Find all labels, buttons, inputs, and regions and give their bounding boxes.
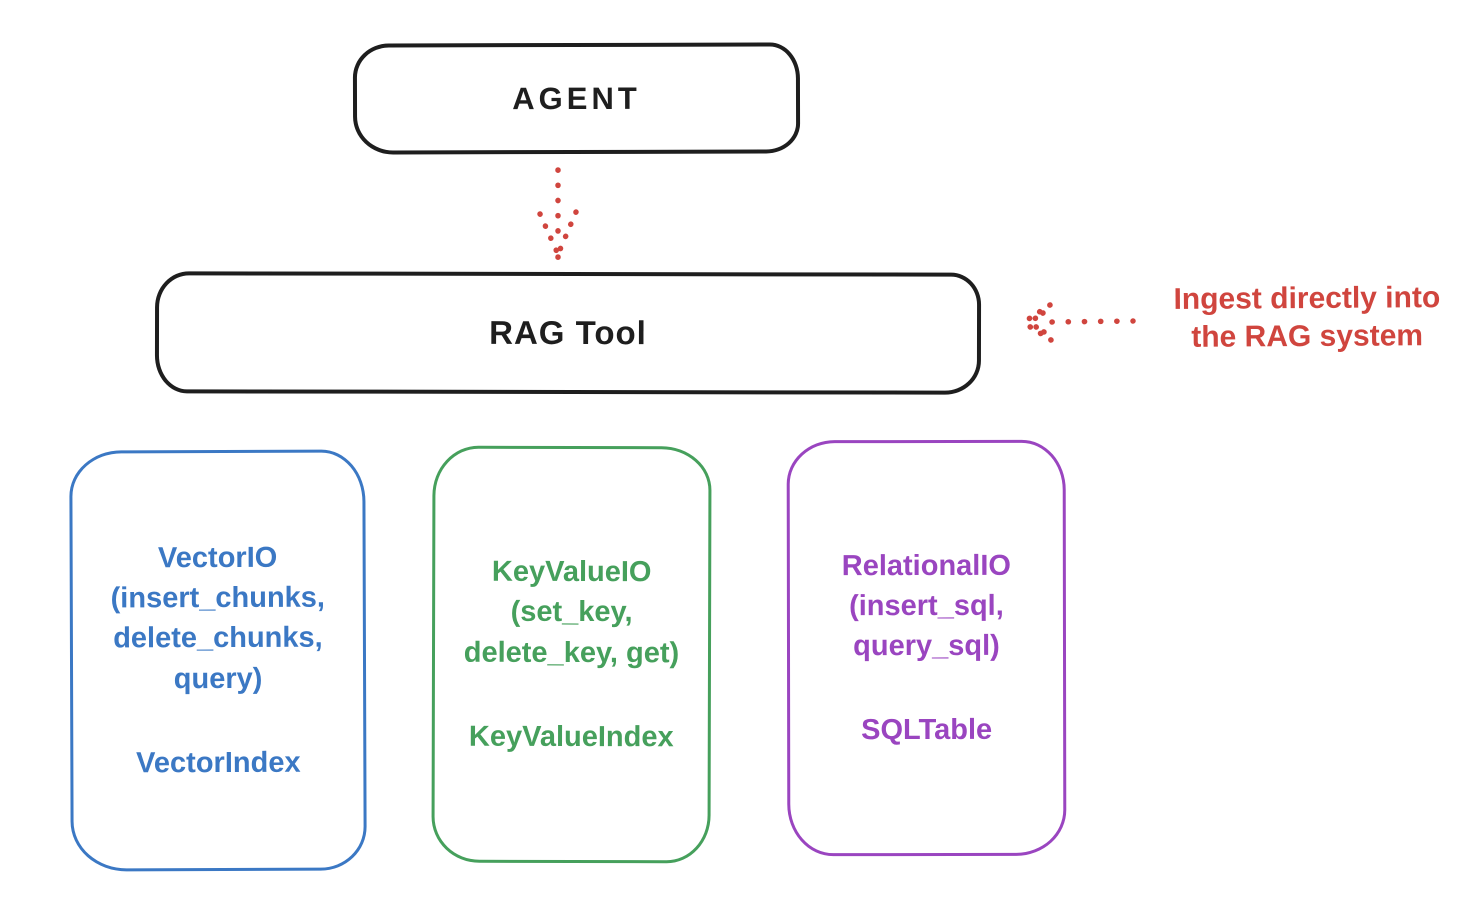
- agent-node: AGENT: [352, 42, 801, 155]
- rag-tool-node: RAG Tool: [154, 271, 982, 395]
- rag-tool-node-label: RAG Tool: [489, 313, 647, 352]
- agent-to-rag-arrow: [537, 167, 579, 261]
- key-value-io-node: KeyValueIO (set_key, delete_key, get) Ke…: [431, 445, 712, 864]
- vector-io-title: VectorIO (insert_chunks, delete_chunks, …: [110, 542, 326, 695]
- relational-io-title: RelationalIO (insert_sql, query_sql): [841, 549, 1011, 663]
- agent-node-label: AGENT: [512, 80, 641, 116]
- vector-io-node: VectorIO (insert_chunks, delete_chunks, …: [69, 449, 367, 872]
- relational-io-node: RelationalIO (insert_sql, query_sql) SQL…: [786, 439, 1067, 857]
- vector-io-index-label: VectorIndex: [136, 746, 301, 779]
- key-value-io-title: KeyValueIO (set_key, delete_key, get): [463, 556, 680, 669]
- ingest-annotation-arrow: [1021, 302, 1136, 343]
- relational-io-index-label: SQLTable: [861, 713, 993, 747]
- ingest-annotation-text: Ingest directly into the RAG system: [1173, 281, 1441, 354]
- key-value-io-index-label: KeyValueIndex: [468, 720, 674, 753]
